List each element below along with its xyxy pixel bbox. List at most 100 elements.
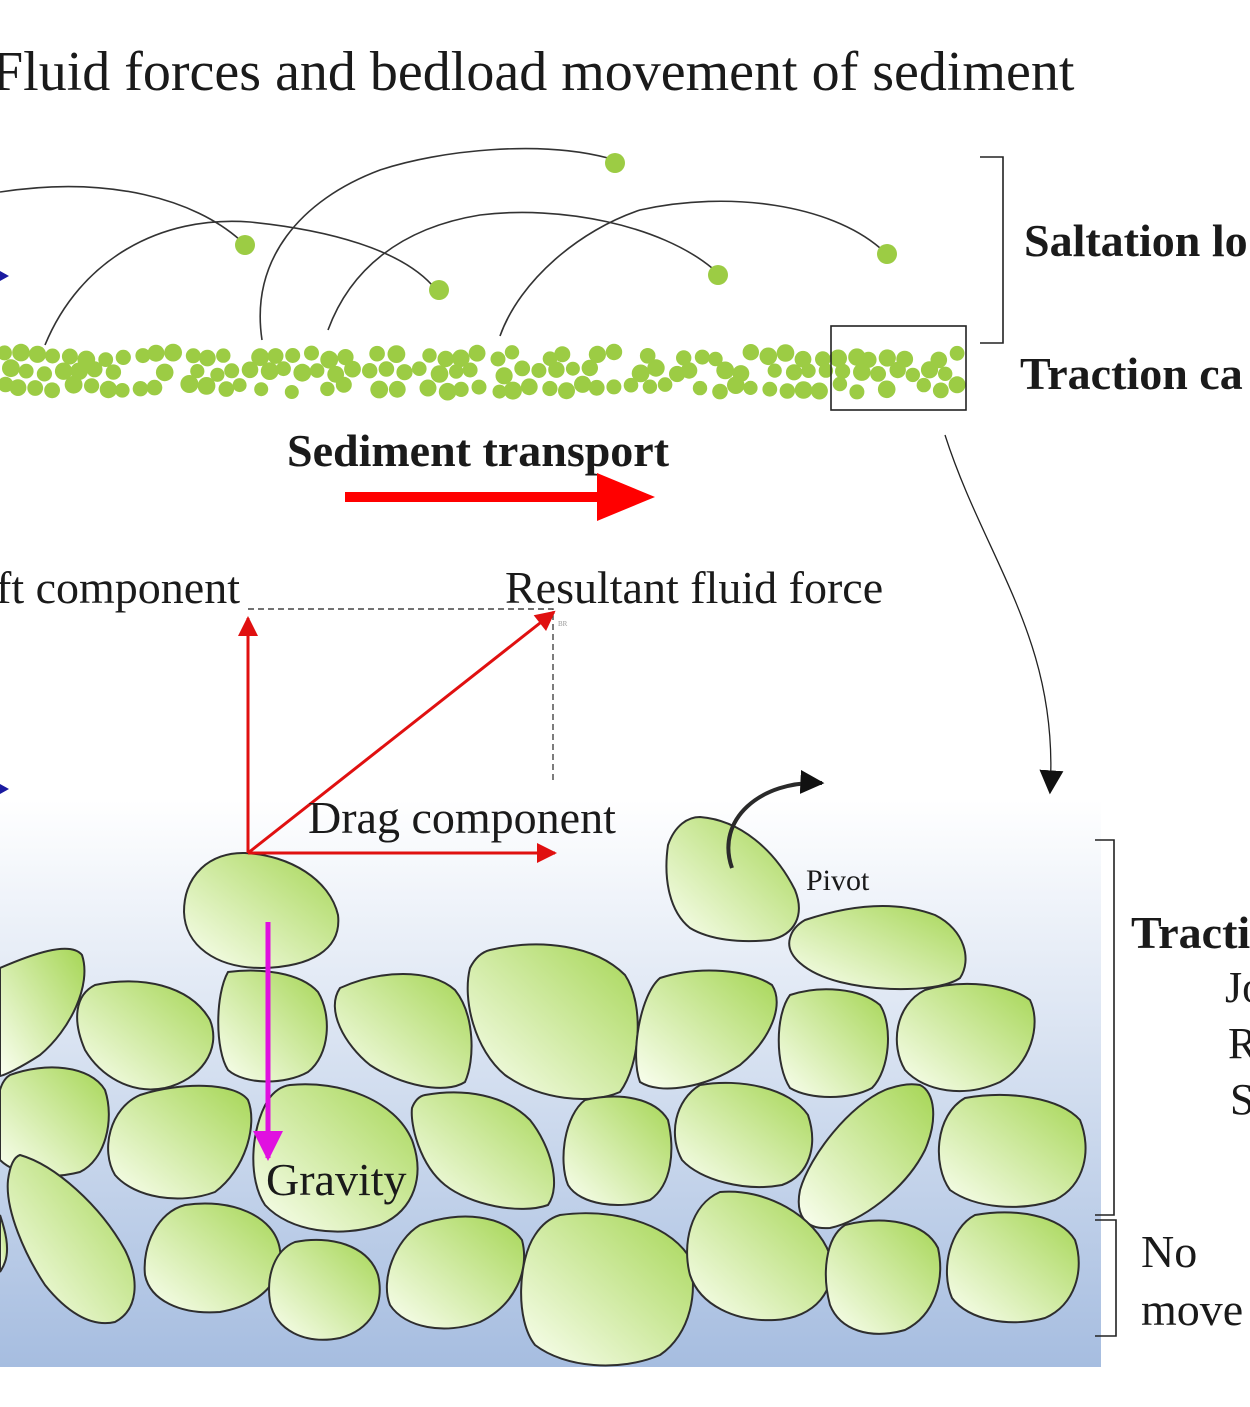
carpet-particle — [606, 379, 622, 395]
carpet-particle — [146, 379, 163, 396]
carpet-particle — [932, 382, 949, 399]
carpet-particle — [190, 364, 205, 379]
carpet-particle — [849, 384, 865, 400]
carpet-particle — [84, 378, 100, 394]
carpet-particle — [241, 361, 259, 379]
carpet-particle — [232, 378, 247, 393]
carpet-particle — [98, 352, 114, 367]
carpet-particle — [794, 381, 813, 399]
carpet-particle — [727, 376, 745, 395]
carpet-particle — [115, 349, 131, 365]
zoom-box — [830, 325, 967, 411]
carpet-particle — [115, 383, 130, 398]
carpet-particle — [818, 363, 834, 378]
carpet-particle — [180, 375, 199, 393]
gravity-label: Gravity — [266, 1154, 407, 1205]
carpet-particle — [938, 366, 953, 381]
carpet-particle — [267, 348, 284, 364]
carpet-particle — [61, 348, 78, 365]
carpet-particle — [44, 382, 60, 399]
carpet-particle — [0, 345, 12, 361]
carpet-particle — [565, 361, 580, 376]
carpet-particle — [639, 348, 656, 364]
carpet-particle — [574, 375, 592, 393]
carpet-particle — [99, 380, 118, 399]
carpet-particle — [657, 377, 673, 392]
resultant-force-label: Resultant fluid force — [505, 562, 883, 613]
traction-sub-label-1: Jo — [1225, 963, 1250, 1012]
carpet-particle — [905, 367, 920, 383]
carpet-particle — [870, 366, 886, 382]
carpet-particle — [558, 382, 575, 400]
carpet-particle — [581, 359, 598, 377]
fluid-flow-arrow-icon — [0, 271, 9, 281]
pivot-rotation-arrow — [726, 769, 825, 869]
carpet-particle — [878, 349, 896, 367]
carpet-particle — [692, 380, 708, 396]
page-title: Fluid forces and bedload movement of sed… — [0, 41, 1075, 103]
fluid-flow-arrow-icon — [0, 784, 9, 794]
carpet-particle — [28, 345, 47, 363]
carpet-particle — [794, 350, 812, 368]
traction-carpet-particles — [0, 343, 966, 401]
carpet-particle — [785, 364, 803, 381]
saltating-particles — [235, 153, 897, 300]
carpet-particle — [452, 349, 470, 368]
no-movement-label-line2: move — [1141, 1284, 1243, 1335]
carpet-particle — [419, 379, 437, 397]
carpet-particle — [776, 344, 795, 362]
carpet-particle — [337, 349, 354, 366]
carpet-particle — [694, 349, 710, 365]
carpet-particle — [554, 346, 571, 363]
carpet-particle — [36, 366, 53, 382]
drag-component-label: Drag component — [308, 792, 616, 843]
carpet-particle — [588, 379, 605, 396]
carpet-particle — [2, 359, 20, 378]
transport-arrow — [345, 473, 655, 521]
carpet-particle — [504, 345, 520, 360]
carpet-particle — [430, 365, 449, 383]
carpet-particle — [260, 362, 279, 380]
carpet-particle — [369, 345, 385, 362]
carpet-particle — [712, 383, 728, 400]
carpet-particle — [462, 362, 478, 378]
carpet-particle — [27, 380, 44, 396]
carpet-particle — [396, 364, 413, 381]
carpet-particle — [829, 349, 847, 368]
carpet-particle — [276, 361, 291, 377]
carpet-particle — [471, 379, 487, 395]
carpet-particle — [531, 363, 547, 378]
no-movement-bracket — [1095, 1219, 1117, 1337]
lift-component-label: ft component — [0, 562, 240, 613]
zoom-pointer-arrow — [944, 434, 1064, 795]
carpet-particle — [623, 377, 639, 393]
carpet-particle — [835, 363, 851, 379]
carpet-particle — [492, 384, 507, 399]
carpet-particle — [378, 361, 395, 377]
carpet-particle — [449, 364, 464, 379]
carpet-particle — [362, 363, 378, 379]
carpet-particle — [605, 343, 623, 361]
traction-zone-label: Tracti — [1131, 907, 1250, 958]
carpet-particle — [54, 362, 73, 380]
carpet-particle — [344, 360, 361, 378]
carpet-particle — [309, 363, 325, 378]
carpet-particle — [422, 348, 437, 363]
carpet-particle — [762, 381, 778, 397]
carpet-particle — [743, 380, 758, 395]
carpet-particle — [779, 383, 795, 399]
force-diagram — [238, 608, 557, 1161]
saltation-trajectories — [0, 147, 881, 346]
carpet-particle — [542, 380, 558, 397]
carpet-particle — [438, 382, 457, 401]
traction-sub-label-3: S — [1230, 1075, 1250, 1124]
carpet-particle — [877, 380, 896, 399]
carpet-particle — [490, 351, 506, 367]
carpet-particle — [304, 345, 319, 361]
carpet-particle — [503, 381, 522, 400]
carpet-particle — [588, 345, 607, 363]
carpet-particle — [387, 345, 406, 363]
carpet-particle — [86, 361, 103, 378]
carpet-particle — [388, 380, 406, 398]
